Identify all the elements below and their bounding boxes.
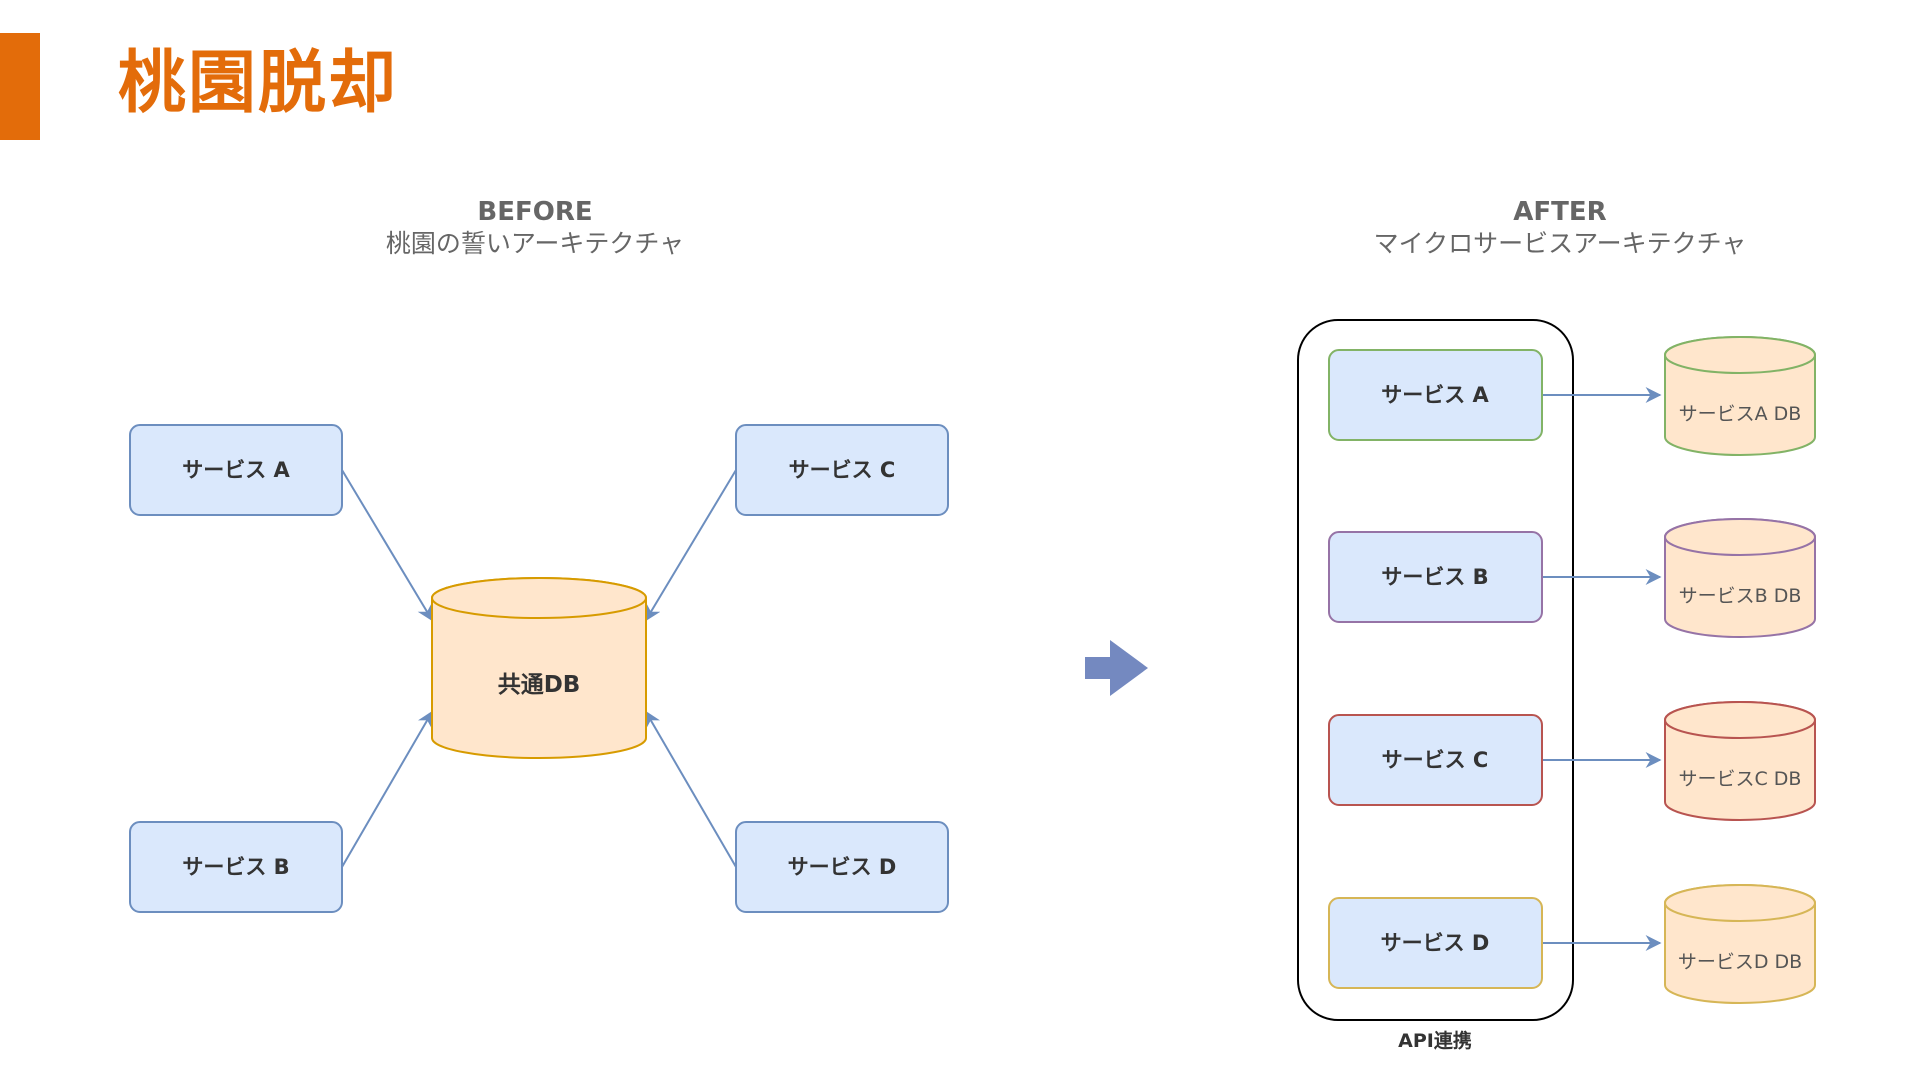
db-a-label: サービスA DB bbox=[1679, 403, 1802, 425]
connector-d-to-shared-db bbox=[645, 710, 737, 868]
after-service-a-box bbox=[1328, 349, 1543, 441]
before-service-b-label: サービス B bbox=[182, 855, 289, 879]
before-service-a: サービス A bbox=[129, 424, 343, 516]
db-b-cylinder: サービスB DB bbox=[1664, 518, 1816, 638]
after-title: AFTER bbox=[1513, 197, 1607, 227]
connector-c-to-shared-db bbox=[645, 469, 737, 622]
shared-db-cylinder: 共通DB bbox=[431, 577, 647, 759]
before-heading: BEFORE 桃園の誓いアーキテクチャ bbox=[285, 196, 785, 260]
after-service-d-label: サービス D bbox=[1381, 931, 1490, 955]
after-service-b-box bbox=[1328, 531, 1543, 623]
db-c-cylinder: サービスC DB bbox=[1664, 701, 1816, 821]
before-service-d-label: サービス D bbox=[788, 855, 897, 879]
before-service-b: サービス B bbox=[129, 821, 343, 913]
after-row-b: サービス B サービスB DB bbox=[1328, 518, 1816, 638]
after-service-c-label: サービス C bbox=[1382, 748, 1489, 772]
page-title: 桃園脱却 bbox=[118, 44, 399, 123]
before-title: BEFORE bbox=[477, 197, 593, 227]
db-d-cylinder: サービスD DB bbox=[1664, 884, 1816, 1004]
shared-db-label: 共通DB bbox=[498, 672, 581, 698]
after-subtitle: マイクロサービスアーキテクチャ bbox=[1373, 229, 1747, 258]
db-c-label: サービスC DB bbox=[1679, 768, 1802, 790]
after-service-b-label: サービス B bbox=[1381, 565, 1488, 589]
db-b-label: サービスB DB bbox=[1679, 585, 1802, 607]
db-d-label: サービスD DB bbox=[1678, 951, 1802, 973]
api-group-label: API連携 bbox=[1398, 1029, 1472, 1052]
api-group: API連携 bbox=[1297, 319, 1574, 1052]
after-row-d: サービス D サービスD DB bbox=[1328, 884, 1816, 1004]
before-service-a-label: サービス A bbox=[182, 458, 290, 482]
after-row-c: サービス C サービスC DB bbox=[1328, 701, 1816, 821]
connector-b-to-shared-db bbox=[341, 710, 433, 868]
title-accent-bar bbox=[0, 33, 40, 140]
after-service-c-box bbox=[1328, 714, 1543, 806]
connector-a-to-shared-db bbox=[341, 469, 433, 622]
db-a-cylinder: サービスA DB bbox=[1664, 336, 1816, 456]
before-subtitle: 桃園の誓いアーキテクチャ bbox=[385, 229, 685, 258]
before-service-d: サービス D bbox=[735, 821, 949, 913]
after-service-a-label: サービス A bbox=[1381, 383, 1489, 407]
transition-arrow-icon bbox=[1085, 640, 1148, 696]
after-heading: AFTER マイクロサービスアーキテクチャ bbox=[1310, 196, 1810, 260]
after-row-a: サービス A サービスA DB bbox=[1328, 336, 1816, 456]
after-service-d-box bbox=[1328, 897, 1543, 989]
before-service-c-label: サービス C bbox=[789, 458, 896, 482]
before-connectors bbox=[341, 469, 737, 868]
before-service-c: サービス C bbox=[735, 424, 949, 516]
